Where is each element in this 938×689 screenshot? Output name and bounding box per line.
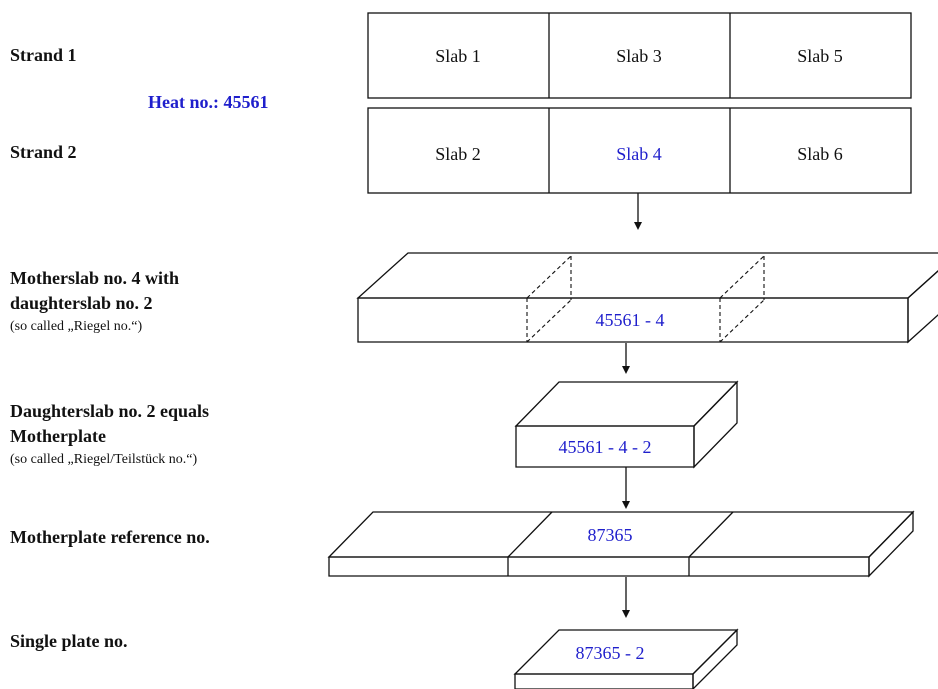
daughterslab-label-line1: Daughterslab no. 2 equals [10, 401, 210, 421]
motherplate-label: Motherplate reference no. [10, 527, 210, 547]
daughterslab-box [514, 380, 739, 469]
single-plate-id: 87365 - 2 [575, 643, 645, 663]
motherslab-note: (so called „Riegel no.“) [10, 319, 143, 334]
strand2-slab-row [367, 107, 912, 194]
slab-label-strand1-1: Slab 1 [435, 46, 481, 66]
heat-number-label: Heat no.: 45561 [148, 92, 269, 112]
strand1-slab-row [367, 12, 912, 99]
slab-label-strand1-2: Slab 3 [616, 46, 662, 66]
daughterslab-id: 45561 - 4 - 2 [558, 437, 652, 457]
motherplate-box [327, 510, 915, 578]
slab-label-strand1-3: Slab 5 [797, 46, 843, 66]
motherslab-box [356, 252, 938, 344]
single-plate-box [513, 628, 739, 689]
slab-label-strand2-3: Slab 6 [797, 144, 843, 164]
daughterslab-note: (so called „Riegel/Teilstück no.“) [10, 452, 198, 467]
slab-label-strand2-2: Slab 4 [616, 144, 662, 164]
motherslab-label-line2: daughterslab no. 2 [10, 293, 153, 313]
single-plate-label: Single plate no. [10, 631, 128, 651]
motherplate-id: 87365 [587, 525, 633, 545]
slab-label-strand2-1: Slab 2 [435, 144, 481, 164]
motherslab-cut-lines [526, 255, 765, 343]
daughterslab-label-line2: Motherplate [10, 426, 106, 446]
motherslab-label-line1: Motherslab no. 4 with [10, 268, 180, 288]
strand1-label: Strand 1 [10, 45, 77, 65]
motherslab-id: 45561 - 4 [595, 310, 665, 330]
strand2-label: Strand 2 [10, 142, 77, 162]
